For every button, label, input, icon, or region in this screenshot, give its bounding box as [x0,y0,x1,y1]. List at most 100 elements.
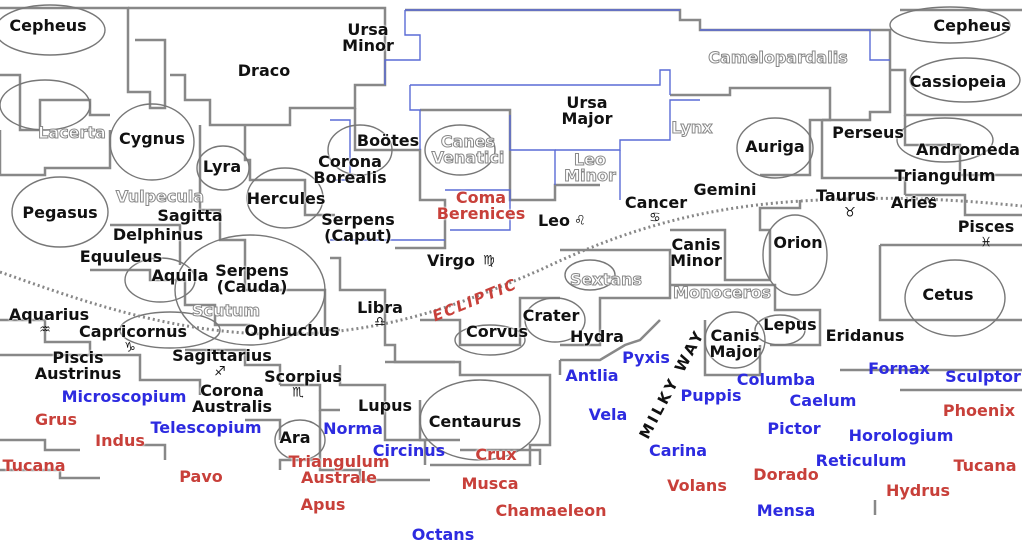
label-line: Serpens [215,261,289,280]
label-line: Scorpius [264,367,342,386]
label-line: Triangulum [894,166,996,185]
label-line: Musca [461,474,519,493]
label-line: Vela [588,405,628,424]
label-auriga: Auriga [745,139,804,155]
label-line: Auriga [745,137,805,156]
label-aquila: Aquila [152,268,209,284]
label-line: (Caput) [324,226,392,245]
label-line: Crux [475,445,517,464]
label-line: Minor [670,251,722,270]
label-fornax: Fornax [868,361,930,377]
label-columba: Columba [737,372,816,388]
label-line: Triangulum [288,452,390,471]
label-dorado: Dorado [753,467,818,483]
label-cassiopeia: Cassiopeia [910,74,1007,90]
label-line: Microscopium [61,387,187,406]
label-line: Sagittarius [172,346,272,365]
label-line: Lacerta [38,123,107,142]
label-pictor: Pictor [767,421,820,437]
label-indus: Indus [95,433,145,449]
label-ophiuchus: Ophiuchus [244,323,339,339]
label-eridanus: Eridanus [826,328,905,344]
label-line: Capricornus [78,322,188,341]
label-delphinus: Delphinus [113,227,203,243]
label-line: Ara [279,428,311,447]
zodiac-symbol-libra: ♎ [374,314,386,330]
label-line: Monoceros [672,283,772,302]
label-line: Equuleus [79,247,163,266]
label-line: Austrinus [34,364,122,383]
label-vulpecula: Vulpecula [115,188,204,205]
label-line: Minor [342,36,394,55]
label-line: Sextans [569,270,643,289]
label-tucana-l: Tucana [2,458,65,474]
label-line: (Cauda) [216,277,288,296]
label-line: Camelopardalis [708,48,848,67]
label-capricornus: Capricornus [79,324,187,340]
label-line: Centaurus [428,412,522,431]
ecliptic-path [0,196,1022,336]
label-equuleus: Equuleus [80,249,162,265]
label-crux: Crux [475,447,516,463]
label-line: Indus [95,431,145,450]
label-line: Cygnus [119,129,185,148]
label-line: Leo [573,150,607,169]
label-cepheus-l: Cepheus [9,18,86,34]
label-line: Corona [200,381,264,400]
label-line: Major [709,342,761,361]
zodiac-symbol-leo: ♌ [574,213,586,229]
label-line: Sculptor [945,367,1021,386]
label-line: Australe [301,468,377,487]
label-line: Gemini [693,180,757,199]
label-line: Reticulum [815,451,907,470]
label-ara: Ara [279,430,310,446]
label-line: Tucana [2,456,66,475]
label-line: Hydrus [885,481,951,500]
label-lynx: Lynx [671,118,713,137]
label-monoceros: Monoceros [672,283,772,302]
label-line: Carina [648,441,708,460]
label-line: Pisces [957,217,1015,236]
label-line: Fornax [868,359,930,378]
label-puppis: Puppis [680,388,741,404]
label-triangulum: Triangulum [894,168,995,184]
blue-boundary-lines [330,9,890,241]
label-line: Antlia [565,366,619,385]
label-line: Corona [318,152,382,171]
label-cancer: Cancer [625,195,687,211]
label-line: Volans [667,476,727,495]
label-sculptor: Sculptor [945,369,1021,385]
zodiac-symbol-capricornus: ♑ [124,340,136,356]
label-caelum: Caelum [790,393,857,409]
label-line: Virgo [427,251,475,270]
label-line: Pegasus [22,203,98,222]
label-line: Lynx [671,118,713,137]
label-line: Aquila [151,266,209,285]
label-antlia: Antlia [565,368,618,384]
label-line: Leo [537,211,571,230]
label-hydrus: Hydrus [886,483,950,499]
label-pavo: Pavo [179,469,223,485]
label-cetus: Cetus [922,287,973,303]
label-line: Minor [564,166,617,185]
zodiac-symbol-aquarius: ♒ [39,322,51,338]
label-line: Ursa [566,93,608,112]
label-tucana-r: Tucana [953,458,1016,474]
label-line: Crater [522,306,580,325]
zodiac-symbol-aries: ♈ [924,195,936,211]
zodiac-symbol-taurus: ♉ [844,205,856,221]
label-cepheus-r: Cepheus [933,18,1010,34]
label-line: Horologium [848,426,954,445]
label-line: Hercules [246,189,326,208]
label-line: Perseus [832,123,904,142]
label-line: Australis [191,397,273,416]
label-lacerta: Lacerta [38,123,107,142]
zodiac-symbol-sagittarius: ♐ [214,364,226,380]
